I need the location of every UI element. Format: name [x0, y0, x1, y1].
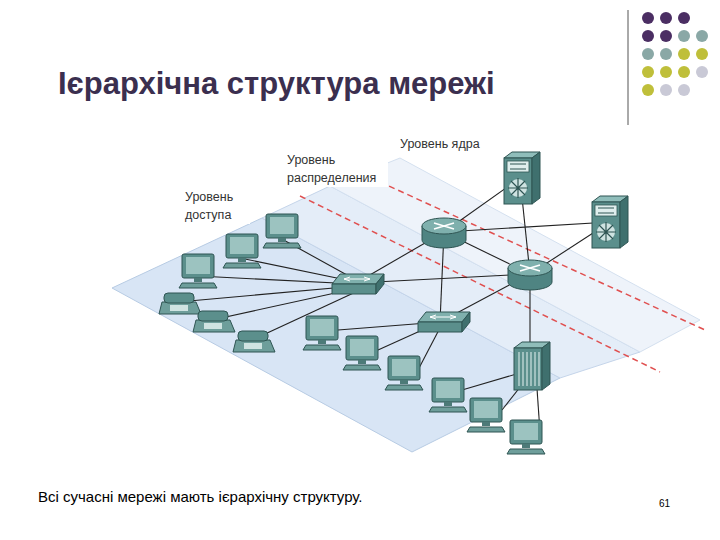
decor-dots: [642, 12, 708, 96]
network-wires: [178, 178, 610, 432]
level-label: Уровень доступа: [184, 188, 250, 224]
divider-line: [628, 10, 629, 125]
level-label: Уровень распределения: [286, 151, 388, 187]
slide-caption: Всі сучасні мережі мають ієрархічну стру…: [38, 488, 363, 505]
level-boundary: [380, 182, 705, 330]
level-boundary: [300, 196, 660, 372]
page-number: 61: [659, 498, 670, 509]
devices: [159, 152, 628, 454]
slide-title: Ієрархічна структура мережі: [58, 66, 495, 102]
level-label: Уровень ядра: [399, 135, 481, 153]
